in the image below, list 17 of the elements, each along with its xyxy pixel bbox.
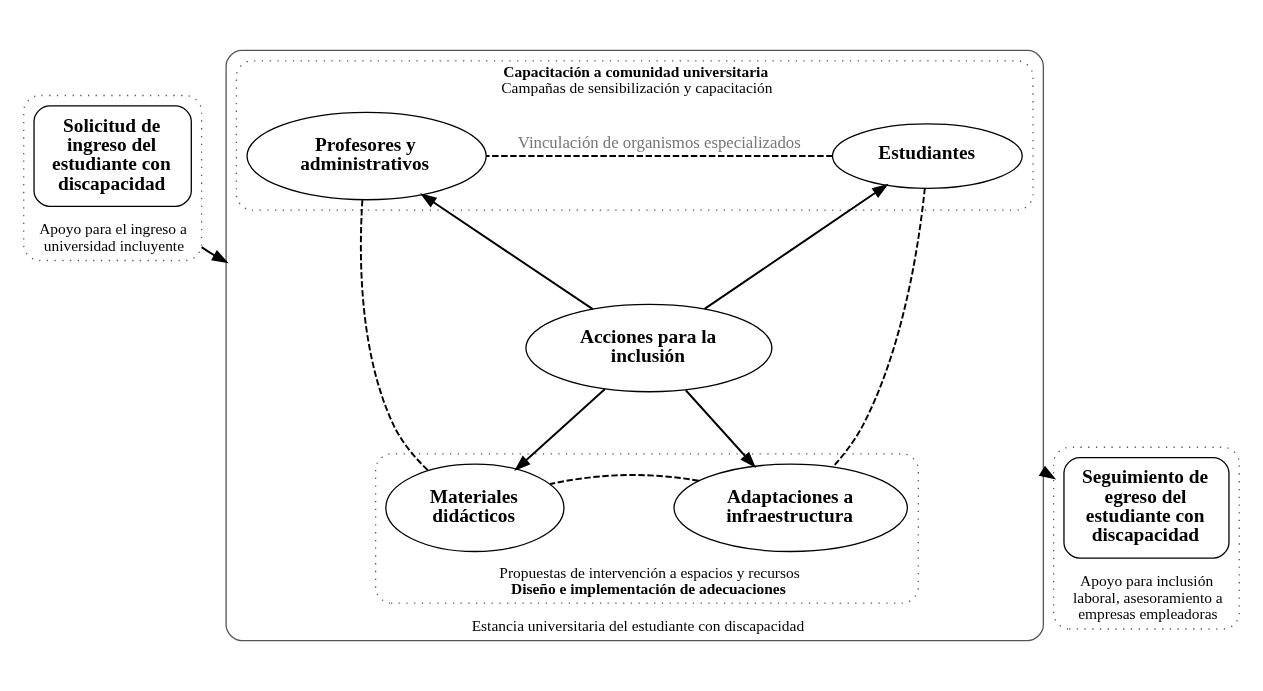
node-box: Seguimiento de egreso del estudiante con discapacidad (1063, 456, 1230, 559)
node-ellipse: Materiales didácticos (385, 463, 565, 553)
node-ellipse: Acciones para la inclusión (525, 303, 773, 393)
connector (359, 199, 430, 472)
arrow (684, 389, 756, 469)
arrow (419, 193, 594, 311)
connector (831, 187, 926, 468)
connector (485, 155, 834, 158)
node-ellipse: Adaptaciones a infraestructura (673, 463, 909, 553)
arrow (200, 246, 229, 264)
node-box: Solicitud de ingreso del estudiante con discapacidad (33, 105, 192, 207)
node-ellipse: Profesores y administrativos (246, 111, 487, 201)
arrow (514, 388, 606, 472)
connector (549, 474, 700, 485)
arrow (703, 183, 889, 310)
edge-label: Vinculación de organismos especializados (517, 132, 801, 152)
node-ellipse: Estudiantes (831, 123, 1023, 189)
